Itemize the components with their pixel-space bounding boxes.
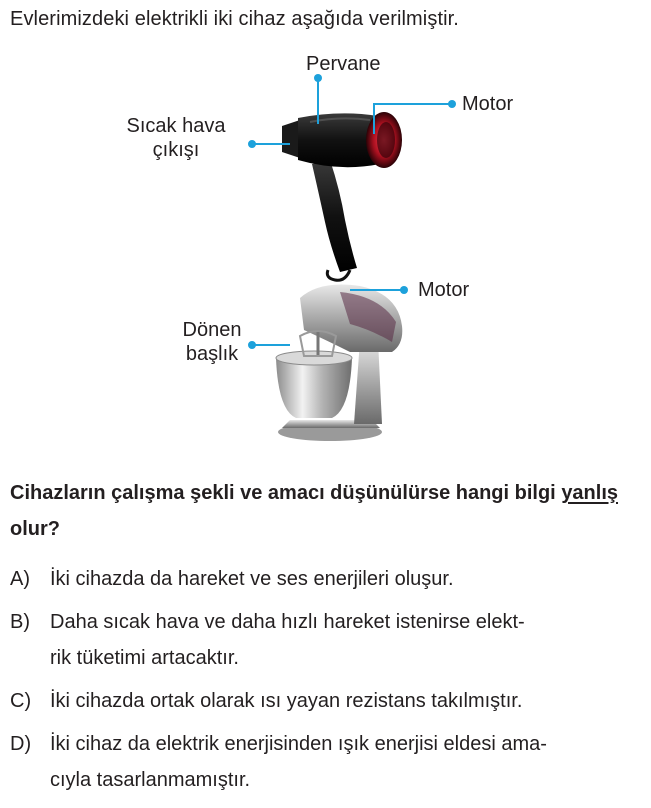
label-hot-air-line1: Sıcak hava	[126, 115, 226, 137]
option-b-letter: B)	[10, 611, 30, 633]
label-hot-air-outlet: Sıcak hava çıkışı	[110, 114, 242, 162]
leader-dots	[248, 74, 456, 349]
option-b-line1: Daha sıcak hava ve daha hızlı hareket is…	[50, 611, 525, 633]
question-part2: olur?	[10, 518, 60, 540]
option-d[interactable]: D) İki cihaz da elektrik enerjisinden ış…	[10, 726, 640, 798]
option-a-letter: A)	[10, 568, 30, 590]
option-c[interactable]: C) İki cihazda ortak olarak ısı yayan re…	[10, 683, 640, 719]
label-pervane: Pervane	[306, 53, 381, 75]
label-leaders	[252, 78, 452, 346]
option-d-letter: D)	[10, 733, 32, 755]
option-d-line1: İki cihaz da elektrik enerjisinden ışık …	[50, 733, 547, 755]
label-head-line2: başlık	[185, 343, 239, 365]
option-a[interactable]: A) İki cihazda da hareket ve ses enerjil…	[10, 561, 640, 597]
intro-text: Evlerimizdeki elektrikli iki cihaz aşağı…	[10, 8, 459, 30]
option-d-line2: cıyla tasarlanmamıştır.	[50, 769, 251, 791]
option-b[interactable]: B) Daha sıcak hava ve daha hızlı hareket…	[10, 604, 640, 676]
question-text: Cihazların çalışma şekli ve amacı düşünü…	[10, 475, 640, 547]
appliance-illustration	[248, 74, 456, 441]
question-part1: Cihazların çalışma şekli ve amacı düşünü…	[10, 482, 562, 504]
stand-mixer-image	[275, 284, 403, 441]
label-hot-air-line2: çıkışı	[152, 139, 200, 161]
option-c-line1: İki cihazda ortak olarak ısı yayan rezis…	[50, 690, 523, 712]
question-underlined: yanlış	[561, 482, 619, 504]
option-c-letter: C)	[10, 690, 32, 712]
option-b-line2: rik tüketimi artacaktır.	[50, 647, 239, 669]
label-mixer-motor: Motor	[418, 279, 470, 301]
label-rotating-head: Dönen başlık	[172, 318, 252, 366]
label-dryer-motor: Motor	[462, 93, 514, 115]
hair-dryer-image	[282, 112, 402, 282]
figure: Pervane Motor Sıcak hava çıkışı Motor Dö…	[0, 40, 651, 460]
label-head-line1: Dönen	[182, 319, 242, 341]
option-a-line1: İki cihazda da hareket ve ses enerjileri…	[50, 568, 454, 590]
